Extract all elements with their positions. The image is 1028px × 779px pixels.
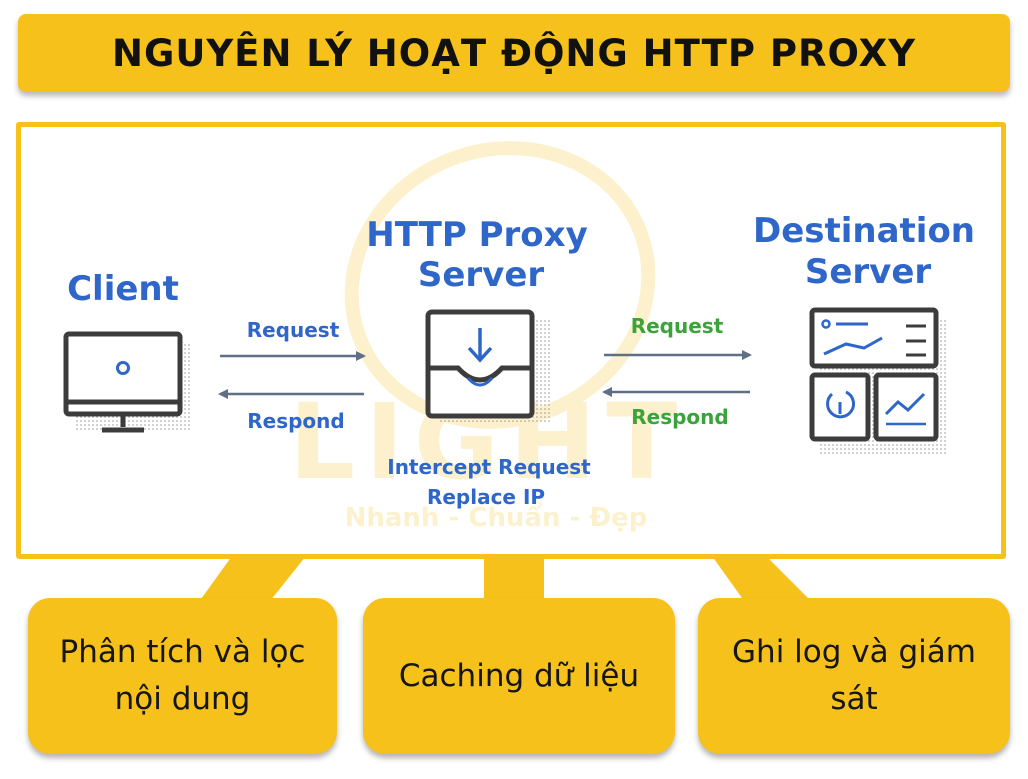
proxy-note-line1: Intercept Request: [387, 455, 591, 479]
callout-text: Ghi log và giám sát: [732, 634, 976, 717]
client-node: Client: [63, 269, 192, 433]
right-respond-label: Respond: [631, 405, 728, 429]
connector-middle: [484, 556, 544, 610]
right-request-label: Request: [631, 314, 724, 338]
right-arrows: Request Respond: [602, 314, 752, 429]
left-respond-label: Respond: [247, 409, 344, 433]
callout-logging: Ghi log và giám sát: [698, 598, 1010, 754]
client-label: Client: [67, 269, 179, 309]
destination-node: Destination Server: [753, 211, 975, 454]
callout-content-filtering: Phân tích và lọc nội dung: [28, 598, 337, 754]
inbox-icon: [425, 309, 535, 419]
callout-text: Phân tích và lọc nội dung: [59, 634, 306, 717]
destination-label-line2: Server: [805, 252, 932, 292]
proxy-label-line2: Server: [418, 255, 545, 295]
monitor-icon: [63, 331, 183, 433]
proxy-node: HTTP Proxy Server Intercept Request Repl…: [366, 215, 591, 509]
proxy-label-line1: HTTP Proxy: [366, 215, 588, 255]
proxy-note-line2: Replace IP: [427, 485, 545, 509]
left-arrows: Request Respond: [218, 318, 366, 433]
connector-left: [196, 556, 306, 606]
destination-label-line1: Destination: [753, 211, 975, 251]
page-title: NGUYÊN LÝ HOẠT ĐỘNG HTTP PROXY: [112, 31, 916, 75]
title-banner: NGUYÊN LÝ HOẠT ĐỘNG HTTP PROXY: [18, 14, 1010, 92]
callout-text: Caching dữ liệu: [398, 657, 640, 694]
callout-caching: Caching dữ liệu: [363, 598, 675, 754]
watermark-tagline: Nhanh - Chuẩn - Đẹp: [345, 500, 648, 533]
dashboard-icon: [809, 307, 939, 442]
left-request-label: Request: [247, 318, 340, 342]
